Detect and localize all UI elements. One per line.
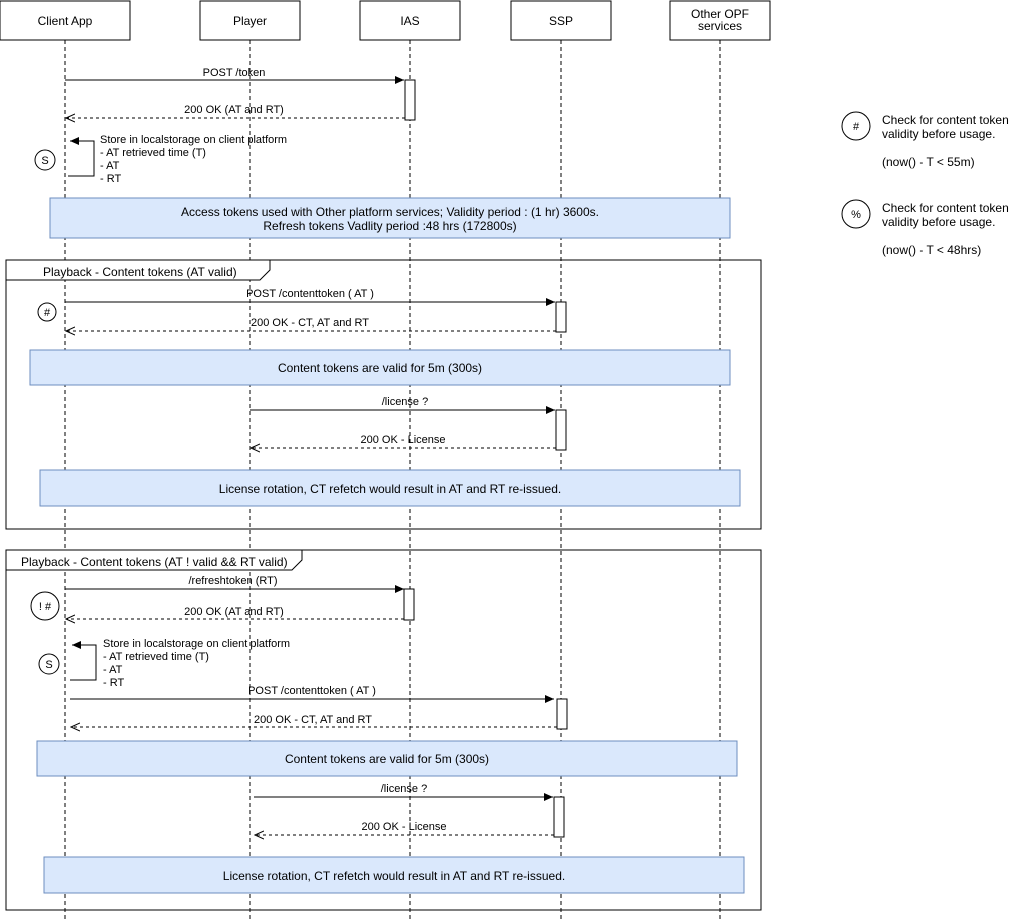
band-text: License rotation, CT refetch would resul… (223, 869, 565, 883)
text-line: - RT (100, 173, 121, 185)
participant-client-app: Client App (0, 0, 131, 41)
frame-title: Playback - Content tokens (AT ! valid &&… (21, 555, 288, 569)
info-band (49, 197, 731, 239)
frame-title: Playback - Content tokens (AT valid) (43, 265, 237, 279)
participant-label: SSP (549, 14, 573, 28)
content-token-check-marker (37, 302, 57, 322)
text-line: - AT retrieved time (T) (103, 651, 209, 663)
activation-bar (403, 588, 415, 621)
activation-bar (556, 698, 568, 730)
message-label: /license ? (382, 396, 428, 408)
participant-player: Player (199, 0, 301, 41)
text-line: (now() - T < 55m) (882, 155, 975, 169)
s-marker (34, 149, 56, 171)
marker-label: S (45, 659, 52, 671)
message-label: POST /contenttoken ( AT ) (246, 288, 374, 300)
text-line: - AT (103, 664, 123, 676)
text-line: Other OPF (691, 7, 749, 21)
s-marker (38, 653, 60, 675)
text-line: Store in localstorage on client platform (103, 638, 290, 650)
participant-ias: IAS (359, 0, 461, 41)
self-call-arrow (70, 641, 97, 681)
message-label: 200 OK - CT, AT and RT (254, 714, 372, 726)
participant-label: Player (233, 14, 267, 28)
frame-playback-at-invalid-rt-valid: Playback - Content tokens (AT ! valid &&… (5, 549, 762, 911)
marker-label: % (851, 209, 861, 221)
activation-bar (555, 409, 567, 451)
activation-bar (555, 301, 567, 333)
message-label: POST /contenttoken ( AT ) (248, 685, 376, 697)
self-call-arrow (68, 137, 95, 177)
text-line: (now() - T < 48hrs) (882, 243, 981, 257)
marker-label: S (41, 155, 48, 167)
text-line: Store in localstorage on client platform (100, 134, 287, 146)
marker-label: # (44, 307, 51, 319)
marker-label: ! # (39, 601, 52, 613)
marker-label: # (853, 121, 860, 133)
band-text: License rotation, CT refetch would resul… (219, 482, 561, 496)
activation-bar (553, 796, 565, 838)
message-label: /license ? (381, 783, 427, 795)
self-note: Store in localstorage on client platform… (100, 134, 287, 185)
text-line: - RT (103, 677, 124, 689)
band-text: Content tokens are valid for 5m (300s) (278, 361, 482, 375)
band-text: Content tokens are valid for 5m (300s) (285, 752, 489, 766)
message-label: 200 OK - CT, AT and RT (251, 317, 369, 329)
content-token-invalid-marker (30, 591, 60, 621)
activation-bar (404, 79, 416, 121)
text-line: Access tokens used with Other platform s… (181, 205, 599, 219)
text-line: - AT retrieved time (T) (100, 147, 206, 159)
text-line: validity before usage. (882, 127, 995, 141)
message-label: 200 OK (AT and RT) (184, 606, 284, 618)
text-line: - AT (100, 160, 120, 172)
message-label: 200 OK - License (361, 434, 446, 446)
text-line: Refresh tokens Vadlity period :48 hrs (1… (263, 219, 516, 233)
text-line (882, 141, 885, 155)
participant-label: Client App (38, 14, 93, 28)
band-text: Access tokens used with Other platform s… (181, 205, 599, 233)
text-line (882, 229, 885, 243)
message-label: 200 OK (AT and RT) (184, 104, 284, 116)
message-label: POST /token (203, 67, 266, 79)
text-line: Check for content token (882, 113, 1009, 127)
frame-playback-at-valid: Playback - Content tokens (AT valid) (5, 259, 762, 530)
participant-ssp: SSP (510, 0, 612, 41)
message-label: /refreshtoken (RT) (188, 575, 277, 587)
text-line: services (698, 19, 742, 33)
text-line: Check for content token (882, 201, 1009, 215)
info-band (36, 740, 738, 777)
info-band (43, 856, 745, 894)
info-band (29, 349, 731, 386)
self-note: Store in localstorage on client platform… (103, 638, 290, 689)
message-label: 200 OK - License (362, 821, 447, 833)
participant-label: IAS (400, 14, 419, 28)
info-band (39, 469, 741, 507)
text-line: validity before usage. (882, 215, 995, 229)
